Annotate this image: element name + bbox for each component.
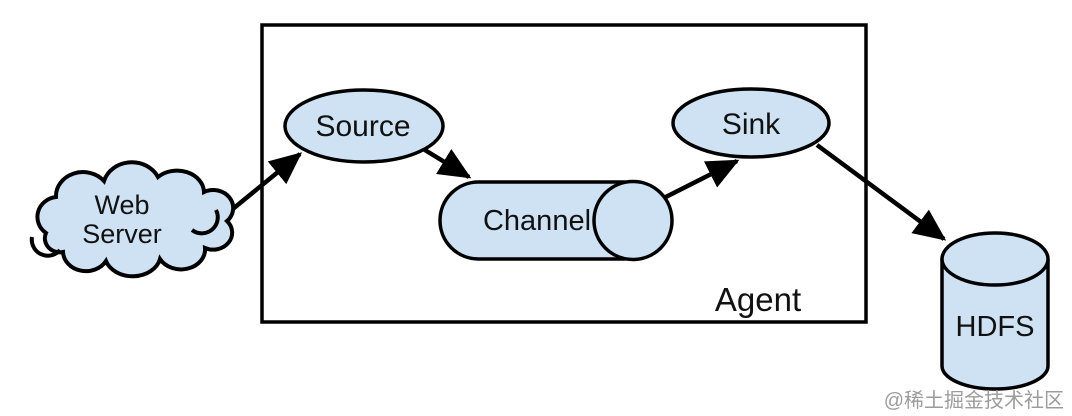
cloud-curl-bottom-left: [29, 236, 62, 258]
arrow-web-server-to-source: [221, 152, 303, 219]
hdfs-label: HDFS: [956, 311, 1035, 343]
channel-end-cap: [592, 179, 674, 262]
sink-label: Sink: [722, 108, 781, 141]
cloud-icon: [35, 160, 236, 279]
agent-label: Agent: [715, 281, 801, 318]
arrow-source-to-channel: [418, 145, 472, 179]
arrow-sink-to-hdfs: [815, 143, 947, 241]
cloud-curl-right: [190, 209, 220, 236]
source-ellipse: [283, 88, 445, 164]
hdfs-cylinder-top: [940, 231, 1050, 287]
agent-box: [260, 23, 868, 324]
source-node: Source: [283, 88, 445, 164]
watermark: @稀土掘金技术社区: [884, 389, 1064, 412]
web-server-label-line1: Web: [94, 190, 149, 220]
hdfs-node: HDFS: [940, 231, 1050, 391]
web-server-node: Web Server: [29, 160, 236, 279]
sink-node: Sink: [671, 87, 831, 159]
hdfs-cylinder-body: [940, 259, 1050, 391]
web-server-label-line2: Server: [82, 219, 162, 249]
channel-label: Channel: [483, 205, 591, 237]
sink-ellipse: [671, 87, 831, 159]
channel-node: Channel: [438, 179, 674, 262]
source-label: Source: [315, 110, 410, 143]
